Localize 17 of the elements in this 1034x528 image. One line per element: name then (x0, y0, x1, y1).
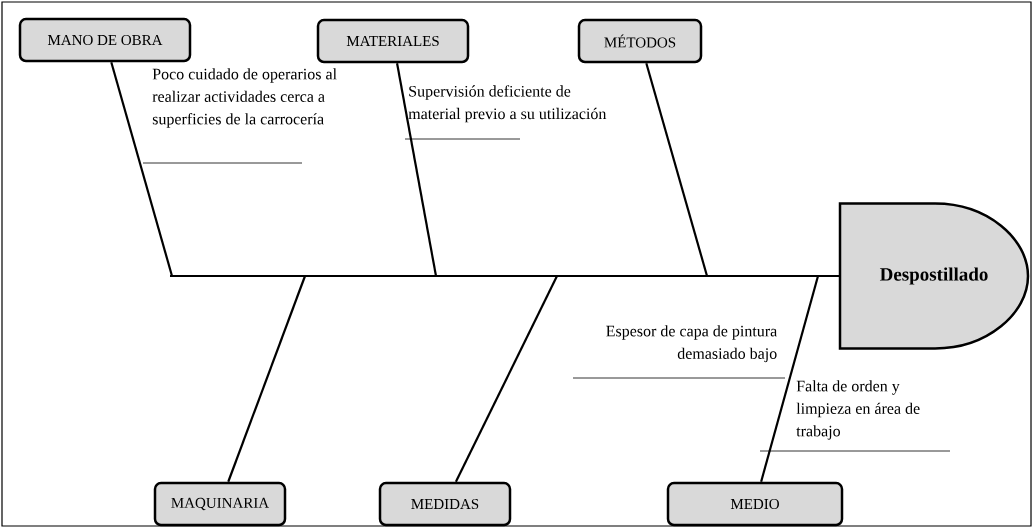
category-box: MEDIO (666, 481, 844, 527)
bone-line (395, 63, 438, 277)
bone-line (760, 275, 820, 483)
category-box: MAQUINARIA (153, 481, 287, 527)
cause-text: Poco cuidado de operarios al realizar actividades cerca a superficies de la carrocería (152, 68, 337, 128)
category-box: MEDIDAS (378, 481, 512, 527)
bone-line (227, 275, 307, 483)
category-box: MÉTODOS (577, 18, 703, 64)
cause-text: Espesor de capa de pintura demasiado bajo (606, 325, 777, 363)
category-box: MANO DE OBRA (18, 17, 192, 63)
bone-line (110, 61, 174, 277)
category-box: MATERIALES (316, 18, 470, 64)
spine-line (170, 274, 840, 278)
cause-text: Supervisión deficiente de material previo a su utilización (408, 85, 607, 123)
bone-line (645, 62, 709, 277)
cause-text: Falta de orden y limpieza en área de trabajo (796, 380, 920, 440)
bone-line (454, 275, 558, 483)
